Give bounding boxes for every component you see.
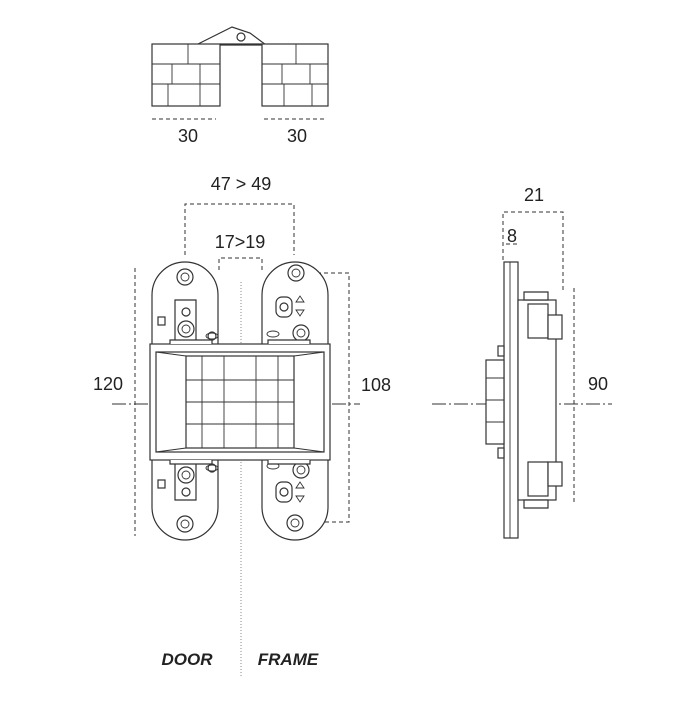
frame-screw-top: [287, 264, 305, 282]
label-door: DOOR: [162, 650, 214, 669]
dim-hole-spacing: 47 > 49: [211, 174, 272, 194]
door-lock-icon-lower: [157, 479, 166, 489]
dim-gap-range: 17>19: [215, 232, 266, 252]
dim-side-height: 90: [588, 374, 608, 394]
door-lock-icon: [157, 316, 166, 326]
door-screw-top: [176, 268, 194, 286]
dim-flange-depth: 8: [507, 226, 517, 246]
side-view: 21 8 90: [432, 185, 612, 539]
dim-door-height: 120: [93, 374, 123, 394]
frame-adjuster-top: [292, 324, 310, 342]
top-view-pivot: [236, 32, 246, 42]
side-knuckle: [485, 359, 505, 445]
top-view-left-body: [151, 43, 221, 107]
label-frame: FRAME: [258, 650, 319, 669]
top-view: 30 30: [151, 26, 329, 146]
vertical-adjust-arrows-icon-lower: [295, 481, 305, 503]
frame-screw-bottom: [286, 514, 304, 532]
dim-top-right-width: 30: [287, 126, 307, 146]
top-view-right-body: [261, 43, 329, 107]
dim-top-left-width: 30: [178, 126, 198, 146]
side-flange: [503, 261, 519, 539]
door-screw-bottom: [176, 515, 194, 533]
hinge-body: [149, 339, 331, 465]
vertical-adjust-arrows-icon: [295, 295, 305, 317]
dim-frame-height: 108: [361, 375, 391, 395]
dim-depth: 21: [524, 185, 544, 205]
top-view-arm: [195, 26, 268, 46]
